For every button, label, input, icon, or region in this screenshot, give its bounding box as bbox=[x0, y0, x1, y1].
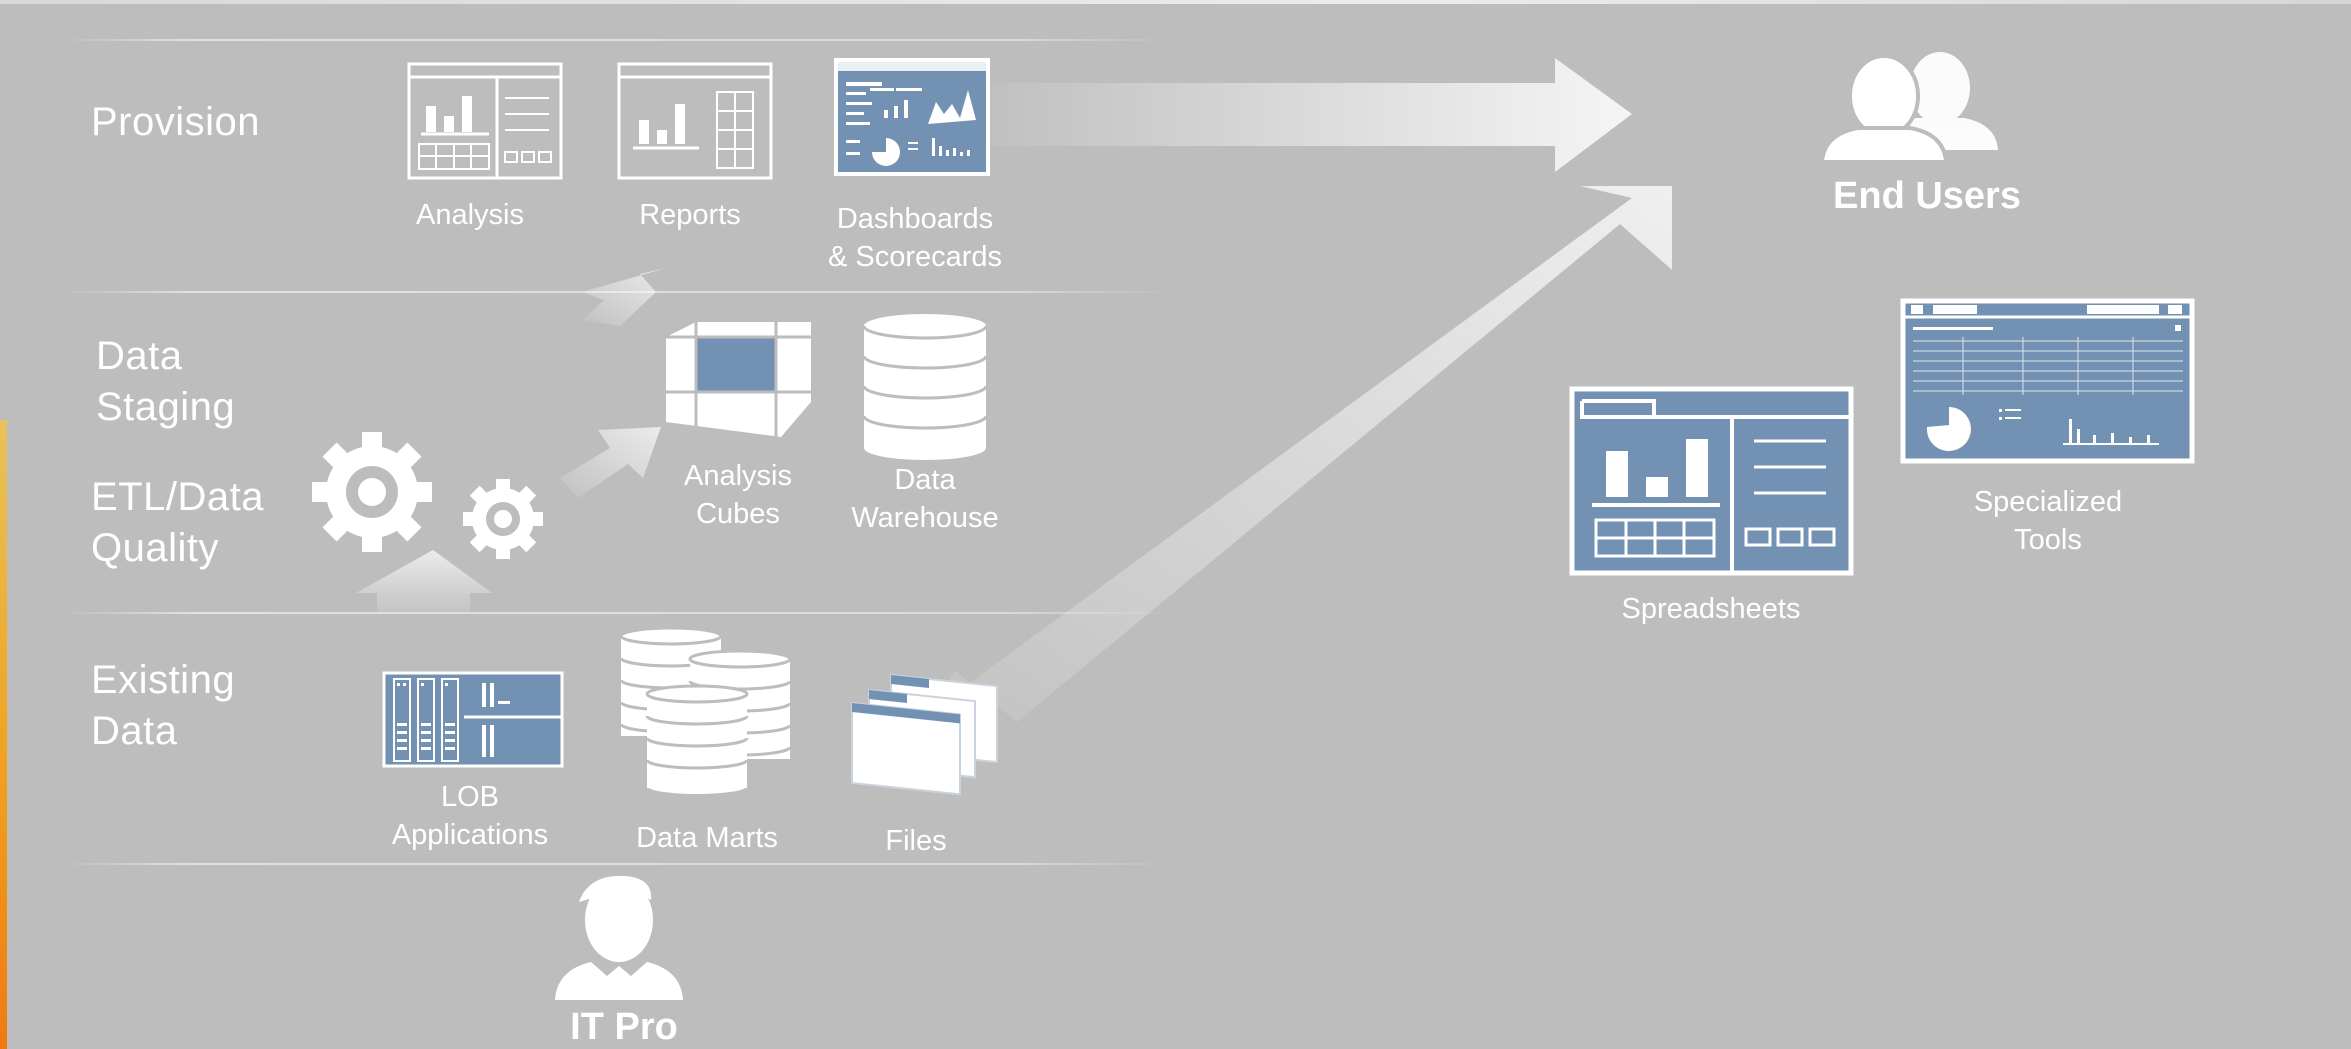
analysis-label: Analysis bbox=[416, 199, 524, 231]
section-label-data-staging: Data Staging bbox=[96, 334, 236, 429]
staging-to-provision-arrow bbox=[582, 268, 666, 326]
flow-arrows bbox=[356, 58, 1672, 722]
spreadsheets-icon bbox=[1569, 386, 1854, 576]
dashboards-icon bbox=[834, 58, 990, 176]
specialized-tools-icon bbox=[1900, 298, 2195, 464]
reports-label: Reports bbox=[639, 199, 741, 231]
spreadsheets-label: Spreadsheets bbox=[1621, 593, 1801, 625]
dashboards-label: Dashboards & Scorecards bbox=[827, 203, 1003, 273]
section-label-etl-quality: ETL/Data Quality bbox=[91, 475, 264, 570]
end-users-icon bbox=[1819, 52, 1998, 164]
separator-line bbox=[60, 39, 1170, 41]
analysis-cubes-label: Analysis Cubes bbox=[684, 460, 792, 530]
files-label: Files bbox=[885, 825, 947, 857]
data-marts-label: Data Marts bbox=[636, 822, 778, 854]
provision-to-end-users-arrow bbox=[990, 58, 1632, 172]
separator-line bbox=[60, 863, 1170, 865]
lob-applications-label: LOB Applications bbox=[391, 781, 549, 851]
data-warehouse-icon bbox=[862, 314, 988, 460]
analysis-cubes-icon bbox=[666, 322, 811, 437]
section-label-existing-data: Existing Data bbox=[91, 658, 236, 753]
top-highlight-band bbox=[0, 0, 2351, 4]
lob-applications-icon bbox=[382, 671, 564, 768]
files-to-end-users-arrow bbox=[930, 186, 1672, 722]
data-marts-icon bbox=[619, 626, 792, 794]
etl-gears-icon bbox=[312, 432, 543, 559]
reports-icon bbox=[617, 62, 773, 180]
files-icon bbox=[851, 673, 998, 796]
data-warehouse-label: Data Warehouse bbox=[851, 464, 999, 534]
it-pro-icon bbox=[555, 875, 683, 1000]
separator-line bbox=[60, 612, 1170, 614]
analysis-icon bbox=[407, 62, 563, 180]
section-label-provision: Provision bbox=[91, 100, 261, 144]
left-edge-accent bbox=[0, 420, 7, 1049]
it-pro-label: IT Pro bbox=[570, 1006, 678, 1048]
end-users-label: End Users bbox=[1833, 175, 2021, 217]
specialized-tools-label: Specialized Tools bbox=[1973, 486, 2123, 556]
etl-up-arrow bbox=[356, 550, 492, 612]
etl-to-cubes-arrow bbox=[560, 427, 661, 498]
